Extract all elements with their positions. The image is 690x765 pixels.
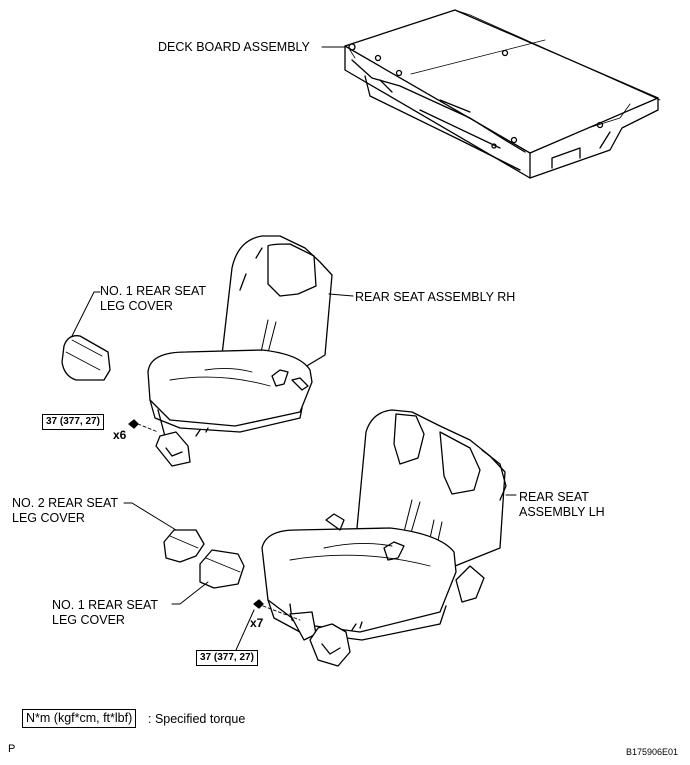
no2-leg-cover-label-line2: LEG COVER (12, 511, 85, 525)
rear-seat-lh-part (235, 409, 517, 667)
torque-box-rh: 37 (377, 27) (42, 414, 104, 430)
no2-leg-cover-label: NO. 2 REAR SEAT LEG COVER (12, 496, 118, 526)
rear-seat-lh-label-line2: ASSEMBLY LH (519, 505, 605, 519)
lh-leg-cover-label: NO. 1 REAR SEAT LEG COVER (52, 598, 158, 628)
rear-seat-lh-label: REAR SEAT ASSEMBLY LH (519, 490, 605, 520)
figure-id: B175906E01 (626, 747, 679, 757)
deck-board-label: DECK BOARD ASSEMBLY (158, 40, 310, 54)
deck-board-part (321, 9, 661, 179)
legend-unit-box: N*m (kgf*cm, ft*lbf) (22, 709, 137, 728)
bolt-count-rh: x6 (113, 428, 127, 442)
rear-seat-rh-label: REAR SEAT ASSEMBLY RH (355, 290, 516, 304)
rh-leg-cover-label: NO. 1 REAR SEAT LEG COVER (100, 284, 206, 314)
lh-leg-cover-label-line1: NO. 1 REAR SEAT (52, 598, 159, 612)
rh-leg-cover-label-line2: LEG COVER (100, 299, 173, 313)
no2-leg-cover-part (123, 502, 205, 563)
bolt-count-lh: x7 (250, 616, 264, 630)
rh-leg-cover-label-line1: NO. 1 REAR SEAT (100, 284, 207, 298)
lh-leg-cover-label-line2: LEG COVER (52, 613, 125, 627)
rh-leg-cover-part (61, 291, 111, 381)
torque-box-lh: 37 (377, 27) (196, 650, 258, 666)
no2-leg-cover-label-line1: NO. 2 REAR SEAT (12, 496, 119, 510)
footer-left-mark: P (8, 743, 16, 755)
rear-seat-rh-part (128, 235, 354, 467)
legend-description: : Specified torque (148, 712, 246, 726)
rear-seat-lh-label-line1: REAR SEAT (519, 490, 589, 504)
lh-leg-cover-part (171, 549, 245, 605)
